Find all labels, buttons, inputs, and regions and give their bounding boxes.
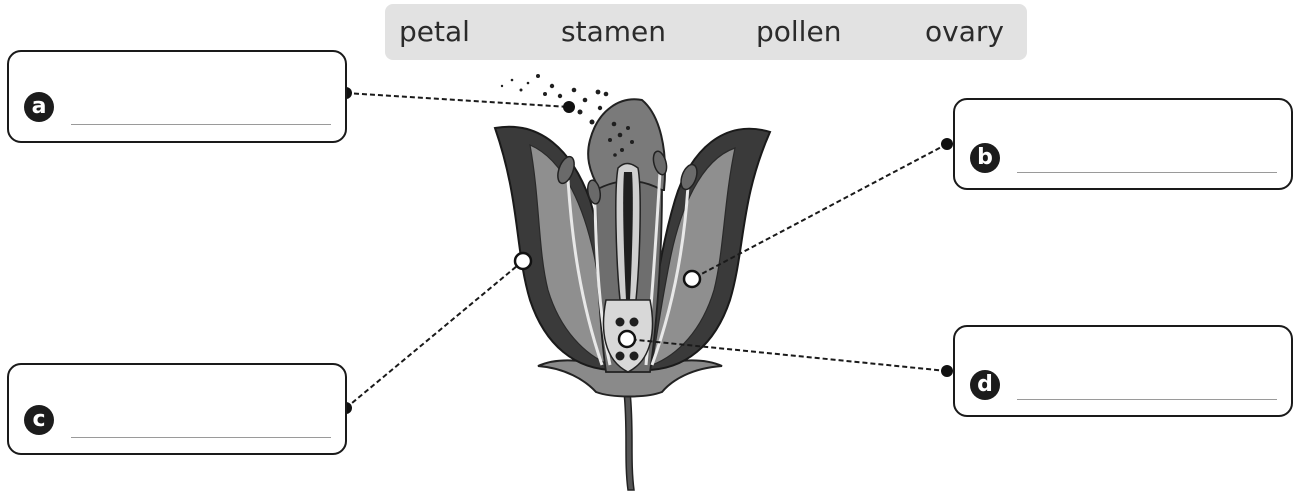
answer-line-b[interactable]: [1017, 172, 1277, 173]
answer-line-d[interactable]: [1017, 399, 1277, 400]
answer-box-d[interactable]: d: [953, 325, 1293, 417]
answer-box-a[interactable]: a: [7, 50, 347, 143]
answer-box-c[interactable]: c: [7, 363, 347, 455]
label-badge-d: d: [970, 370, 1000, 400]
label-badge-b: b: [970, 143, 1000, 173]
label-badge-c: c: [24, 405, 54, 435]
answer-box-b[interactable]: b: [953, 98, 1293, 190]
label-badge-a: a: [24, 92, 54, 122]
answer-line-c[interactable]: [71, 437, 331, 438]
flower-stem: [624, 392, 634, 490]
answer-line-a[interactable]: [71, 124, 331, 125]
